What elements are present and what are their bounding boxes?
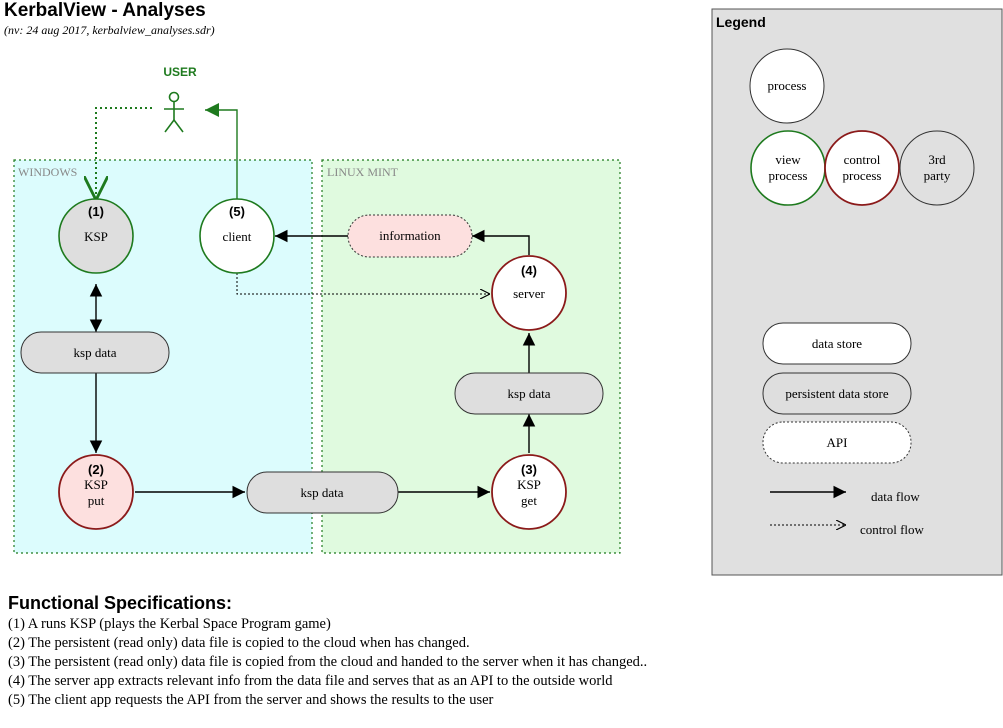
linux-region-label: LINUX MINT [327,165,399,179]
node-server-number: (4) [521,263,537,278]
node-ksp-get-number: (3) [521,462,537,477]
node-ksp-data-right: ksp data [454,372,604,415]
node-ksp-data-right-label: ksp data [508,386,551,401]
legend-data-store-label: data store [812,336,862,351]
legend-control-process-line1: control [844,152,881,167]
analysis-diagram: WINDOWS LINUX MINT USER (1) KSP (5) clie… [13,8,1003,576]
specs-list: (1) A runs KSP (plays the Kerbal Space P… [8,615,647,710]
legend-api-label: API [827,435,848,450]
node-ksp-data-left: ksp data [20,331,170,374]
legend-third-party-line2: party [924,168,951,183]
legend-data-flow: data flow [770,485,920,504]
legend-process-label: process [768,78,807,93]
legend-data-flow-label: data flow [871,489,920,504]
client-to-user-flow [205,103,238,200]
legend-api: API [762,421,912,464]
node-ksp: (1) KSP [58,198,134,274]
node-ksp-data-mid-label: ksp data [301,485,344,500]
spec-item: (3) The persistent (read only) data file… [8,654,648,670]
page-title: KerbalView - Analyses [4,0,206,21]
legend-title: Legend [716,14,766,30]
node-ksp-label: KSP [84,229,108,244]
legend-control-process: control process [824,130,900,206]
node-ksp-put: (2) KSP put [58,454,134,530]
node-ksp-data-left-label: ksp data [74,345,117,360]
legend-third-party: 3rd party [899,130,975,206]
legend-control-process-line2: process [843,168,882,183]
legend-persistent-data-store: persistent data store [762,372,912,415]
legend-third-party-line1: 3rd [928,152,946,167]
node-ksp-data-mid: ksp data [246,471,399,514]
legend-panel: Legend process view process control proc… [711,8,1003,576]
specs-title: Functional Specifications: [8,593,233,613]
user-label: USER [163,65,197,79]
node-ksp-get-line2: get [521,493,537,508]
node-information: information [347,214,473,258]
legend-view-process: view process [750,130,826,206]
windows-region-label: WINDOWS [18,165,77,179]
legend-data-store: data store [762,322,912,365]
user-to-ksp-control-flow [96,107,152,200]
node-server: (4) server [491,255,567,331]
node-information-label: information [379,228,441,243]
node-ksp-number: (1) [88,204,104,219]
legend-control-flow: control flow [770,522,925,537]
node-server-label: server [513,286,545,301]
user-stick-figure-icon [164,91,184,133]
node-ksp-get-line1: KSP [517,477,541,492]
user-actor: USER [163,65,197,133]
server-to-information-flow [472,229,530,255]
spec-item: (4) The server app extracts relevant inf… [8,673,613,689]
legend-persistent-data-store-label: persistent data store [785,386,888,401]
legend-view-process-line1: view [775,152,801,167]
legend-control-flow-label: control flow [860,522,925,537]
node-client: (5) client [199,198,275,274]
spec-item: (2) The persistent (read only) data file… [8,635,470,651]
client-to-server-control-flow [236,273,490,294]
legend-view-process-line2: process [769,168,808,183]
node-ksp-put-line1: KSP [84,477,108,492]
node-ksp-get: (3) KSP get [491,454,567,530]
node-ksp-put-number: (2) [88,462,104,477]
node-ksp-put-line2: put [88,493,105,508]
spec-item: (5) The client app requests the API from… [8,692,494,708]
node-client-label: client [223,229,252,244]
spec-item: (1) A runs KSP (plays the Kerbal Space P… [8,616,331,632]
legend-process: process [749,48,825,124]
page-subtitle: (nv: 24 aug 2017, kerbalview_analyses.sd… [4,23,215,37]
node-client-number: (5) [229,204,245,219]
